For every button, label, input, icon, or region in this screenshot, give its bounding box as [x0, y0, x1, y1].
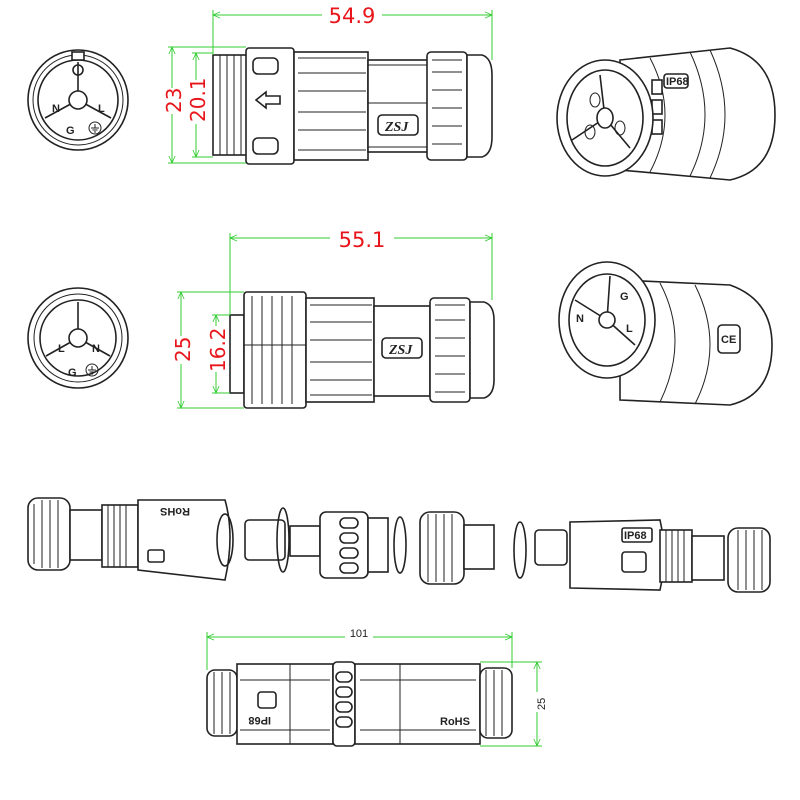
arrow-icon: [254, 90, 281, 110]
dim-length-middle: 55.1: [339, 228, 386, 252]
ip68-marking: IP68: [666, 76, 689, 88]
pin-label-l: L: [58, 343, 65, 355]
female-face-view: L N G: [27, 287, 129, 389]
socket-side-view: ZSJ 55.1 25 16.2: [171, 226, 495, 409]
pin-label-g: G: [66, 125, 75, 137]
exploded-view: RoHS IP68: [27, 497, 771, 593]
dim-thread-diameter-top: 20.1: [186, 77, 210, 122]
pin-label-l: L: [626, 323, 633, 335]
earth-icon: [85, 363, 99, 377]
pin-label-g: G: [620, 291, 629, 303]
plug-3d-view: IP68: [556, 47, 776, 181]
dim-outer-diameter-top: 23: [162, 88, 186, 113]
dim-inner-diameter-middle: 16.2: [206, 327, 230, 372]
brand-logo: ZSJ: [388, 343, 413, 358]
ce-marking: CE: [721, 334, 736, 346]
rohs-marking: RoHS: [440, 716, 470, 728]
male-face-view: N L G: [27, 49, 129, 151]
pin-label-g: G: [68, 367, 77, 379]
pin-label-n: N: [52, 103, 60, 115]
ip68-marking: IP68: [248, 714, 271, 726]
pin-label-n: N: [92, 343, 100, 355]
dim-length-assembly: 101: [350, 628, 368, 640]
assembled-view: IP68 RoHS 101 25: [206, 625, 548, 747]
dim-diameter-assembly: 25: [536, 698, 548, 710]
dim-outer-diameter-middle: 25: [171, 337, 195, 362]
pin-label-l: L: [98, 103, 105, 115]
ip68-marking: IP68: [624, 530, 647, 542]
plug-side-view: ZSJ 54.9 23 20.1: [162, 2, 493, 165]
socket-3d-view: CE G N L: [558, 261, 773, 406]
dim-length-top: 54.9: [329, 4, 376, 28]
rohs-marking: RoHS: [160, 505, 190, 517]
earth-icon: [88, 121, 102, 135]
pin-label-n: N: [576, 313, 584, 325]
brand-logo: ZSJ: [384, 120, 409, 135]
